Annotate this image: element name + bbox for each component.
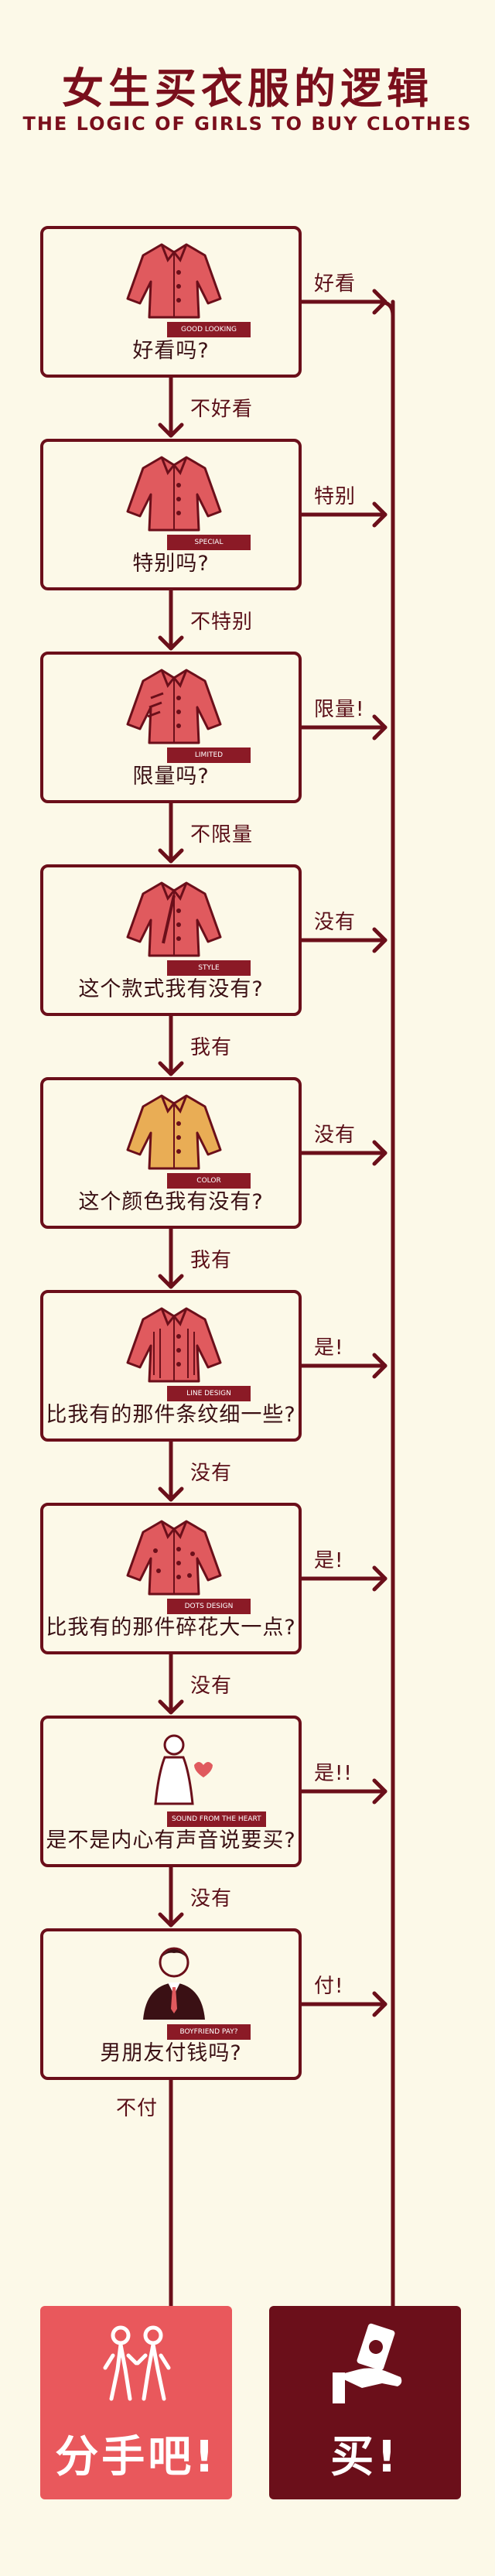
no-label: 我有 — [190, 1031, 232, 1060]
coat-icon — [116, 237, 232, 322]
step-question: 是不是内心有声音说要买? — [43, 1823, 299, 1853]
coat-icon — [116, 1088, 232, 1173]
step-question: 这个颜色我有没有? — [43, 1185, 299, 1215]
yes-label: 没有 — [314, 1119, 356, 1148]
step-question: 男朋友付钱吗? — [43, 2036, 299, 2066]
no-label: 没有 — [190, 1670, 232, 1699]
step-box: BOYFRIEND PAY?男朋友付钱吗? — [40, 1928, 302, 2080]
no-label: 没有 — [190, 1457, 232, 1486]
step-question: 限量吗? — [43, 759, 299, 789]
hand-with-money-icon — [331, 2321, 408, 2407]
coat-icon — [116, 1301, 232, 1386]
girl-heart-icon — [116, 1726, 232, 1811]
coat-icon — [116, 875, 232, 960]
yes-label: 限量! — [314, 693, 364, 722]
no-label: 没有 — [190, 1883, 232, 1911]
step-question: 好看吗? — [43, 334, 299, 364]
buy-label: 买! — [269, 2422, 461, 2485]
yes-label: 好看 — [314, 268, 356, 296]
couple-breakup-icon — [102, 2321, 172, 2407]
step-question: 这个款式我有没有? — [43, 972, 299, 1002]
break-up-label: 分手吧! — [40, 2422, 232, 2485]
step-question: 比我有的那件碎花大一点? — [43, 1610, 299, 1640]
step-question: 比我有的那件条纹细一些? — [43, 1397, 299, 1428]
buy-outcome: 买! — [269, 2306, 461, 2499]
yes-label: 付! — [314, 1970, 343, 1999]
boyfriend-icon — [116, 1939, 232, 2024]
no-label: 不好看 — [190, 393, 253, 422]
no-label: 不付 — [116, 2092, 158, 2121]
break-up-outcome: 分手吧! — [40, 2306, 232, 2499]
yes-label: 是!! — [314, 1757, 353, 1786]
no-label: 我有 — [190, 1244, 232, 1273]
coat-icon — [116, 1514, 232, 1599]
yes-label: 没有 — [314, 906, 356, 935]
coat-icon — [116, 662, 232, 747]
yes-label: 是! — [314, 1332, 343, 1360]
step-question: 特别吗? — [43, 546, 299, 576]
coat-icon — [116, 450, 232, 535]
yes-label: 特别 — [314, 481, 356, 509]
no-label: 不特别 — [190, 606, 253, 635]
no-label: 不限量 — [190, 819, 253, 847]
yes-label: 是! — [314, 1545, 343, 1573]
